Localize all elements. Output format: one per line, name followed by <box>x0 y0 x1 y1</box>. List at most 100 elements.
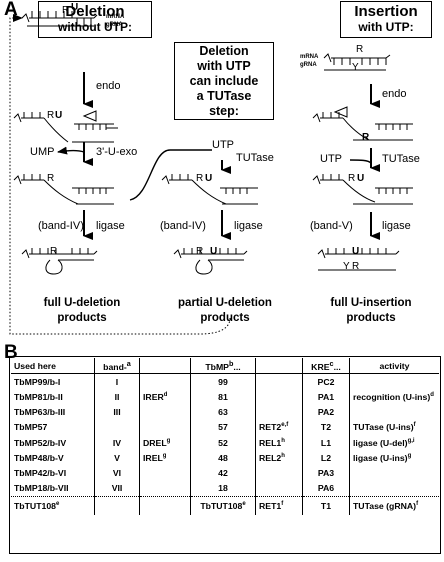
mid-u4: U <box>210 246 218 257</box>
cell-alt-name <box>139 480 191 497</box>
mid-u: U <box>205 173 213 184</box>
table-frame <box>9 356 441 554</box>
right-y1: Y <box>352 62 359 73</box>
cell-tbmp: 63 <box>190 404 256 420</box>
cell-tbmp: 42 <box>190 465 256 481</box>
cell-tbmp: 57 <box>190 419 256 435</box>
left-roh: R <box>47 173 55 184</box>
header-tbmp: TbMPb... <box>190 358 256 375</box>
cell-kre: PA6 <box>302 480 350 497</box>
mid-ligase-label: ligase <box>234 220 263 232</box>
cell-tbmp: TbTUT108e <box>190 495 256 515</box>
cell-alt-name-text: DREL <box>143 437 167 448</box>
cell-ret-name: REL1h <box>255 434 303 451</box>
cell-band-text: III <box>113 407 121 418</box>
left-duplex-1 <box>21 11 98 27</box>
cell-tbmp: 99 <box>190 373 256 390</box>
cell-used-here-text: TbMP52/b-IV <box>14 437 67 448</box>
left-mrna-label: mRNA <box>106 14 125 20</box>
cell-kre-text: T1 <box>320 500 332 511</box>
cell-band-text: VI <box>112 467 122 478</box>
cell-used-here: TbMP81/b-II <box>11 389 95 404</box>
cell-band: VI <box>94 465 140 481</box>
cell-alt-name-footnote: d <box>163 392 168 399</box>
cell-kre-text: PA3 <box>317 467 335 478</box>
cell-alt-name <box>139 404 191 420</box>
cell-tbmp-text: TbTUT108 <box>200 500 243 511</box>
cell-activity <box>349 480 439 497</box>
cell-activity: ligase (U-del)g,i <box>349 434 439 451</box>
cell-ret-name-footnote: e,f <box>281 422 289 429</box>
cell-tbmp-text: 52 <box>218 437 228 448</box>
cell-ret-name <box>255 389 303 405</box>
cell-tbmp-text: 99 <box>218 376 228 387</box>
cell-ret-name-footnote: f <box>281 500 284 507</box>
table-row: TbMP63/b-III III 63 PA2 <box>11 404 439 420</box>
cell-alt-name-footnote: g <box>166 437 171 444</box>
right-grna-label: gRNA <box>300 62 317 68</box>
insertion-title: Insertion <box>354 3 418 20</box>
cell-band: VII <box>94 480 140 497</box>
right-r1: R <box>356 44 364 55</box>
cell-tbmp-text: 57 <box>218 422 228 433</box>
cell-used-here-text: TbMP81/b-II <box>14 391 63 402</box>
cell-used-here: TbMP99/b-I <box>11 374 95 390</box>
right-u4: U <box>352 246 360 257</box>
left-product-line2: products <box>57 312 107 324</box>
left-ump-label: UMP <box>30 146 55 158</box>
cell-tbmp: 48 <box>190 450 256 466</box>
cell-band-text: V <box>114 452 120 463</box>
cell-kre: L2 <box>302 450 350 466</box>
cell-alt-name: IRERd <box>139 389 191 405</box>
left-ligase-label: ligase <box>96 220 125 232</box>
cell-kre: PA2 <box>302 404 350 420</box>
cell-kre-text: L1 <box>320 437 332 448</box>
cell-band-text: II <box>114 391 120 402</box>
cell-used-here-text: TbMP63/b-III <box>14 407 66 418</box>
left-product: full U-deletion products <box>22 296 142 326</box>
middle-box: Deletion with UTP can include a TUTase s… <box>174 42 274 120</box>
cell-activity: TUTase (U-ins)f <box>349 419 439 435</box>
cell-activity-text: ligase (U-ins) <box>353 452 408 463</box>
table-header-row: Used here band-a TbMPb... KREc... activi… <box>11 358 439 375</box>
cell-tbmp-text: 48 <box>218 452 228 463</box>
cell-alt-name <box>139 419 191 435</box>
cell-ret-name: REL2h <box>255 450 303 466</box>
middle-line4: a TUTase <box>196 89 252 103</box>
cell-band: II <box>94 389 140 405</box>
cell-alt-name: DRELg <box>139 434 191 451</box>
cell-kre: PC2 <box>302 373 350 390</box>
cell-tbmp-footnote: e <box>242 500 246 507</box>
cell-activity: recognition (U-ins)d <box>349 389 439 405</box>
cell-used-here-footnote: e <box>56 500 60 507</box>
right-ruoh: R <box>348 173 356 184</box>
cell-activity-text: recognition (U-ins) <box>353 391 431 402</box>
cell-used-here-text: TbTUT108 <box>14 500 56 511</box>
cell-kre-text: T2 <box>320 422 332 433</box>
cell-kre: PA1 <box>302 389 350 405</box>
middle-product-line2: products <box>200 312 250 324</box>
right-ligase-label: ligase <box>382 220 411 232</box>
cell-used-here: TbMP52/b-IV <box>11 435 95 450</box>
left-product-line1: full U-deletion <box>43 297 121 309</box>
cell-ret-name-footnote: h <box>281 452 285 459</box>
middle-product: partial U-deletion products <box>160 296 290 326</box>
header-ret <box>255 358 303 375</box>
right-mrna-label: mRNA <box>300 54 319 60</box>
right-r4: R <box>352 261 360 272</box>
header-used-here: Used here <box>11 358 95 375</box>
cell-activity-footnote: g,i <box>407 437 415 444</box>
cell-used-here: TbMP63/b-III <box>11 405 95 420</box>
cell-ret-name <box>255 465 303 481</box>
cell-ret-name-text: REL2 <box>259 452 282 463</box>
left-uoh: U <box>55 110 63 121</box>
right-product-line1: full U-insertion <box>330 297 412 309</box>
left-r2: R <box>47 110 55 121</box>
middle-line3: can include <box>189 74 259 88</box>
header-kre-ellipsis: ... <box>333 362 341 373</box>
cell-used-here: TbTUT108e <box>11 495 95 515</box>
